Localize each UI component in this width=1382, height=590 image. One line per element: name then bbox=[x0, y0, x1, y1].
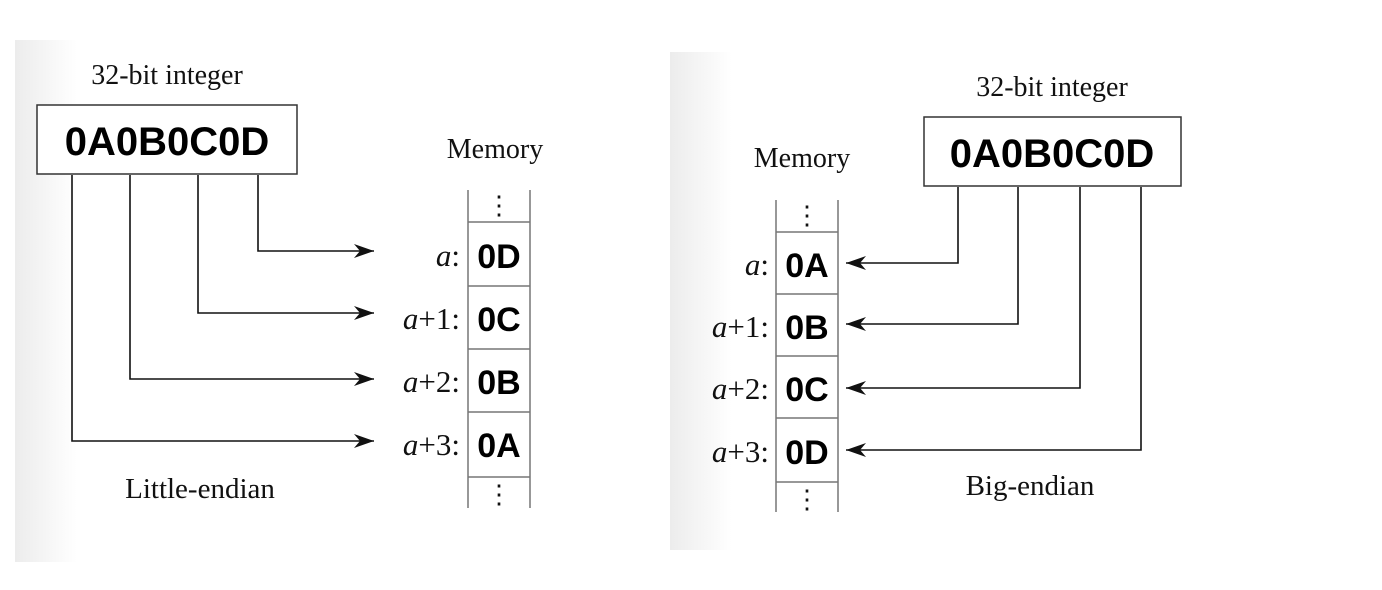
memory-ellipsis-top: ⋮ bbox=[486, 191, 512, 220]
memory-column bbox=[467, 190, 531, 508]
cell-address: a+1: bbox=[712, 309, 769, 344]
memory-ellipsis-top: ⋮ bbox=[794, 201, 820, 230]
cell-address: a: bbox=[745, 247, 769, 282]
memory-cell: 0C a+2: bbox=[712, 371, 829, 409]
panel-shade bbox=[670, 52, 732, 550]
memory-cell: 0B a+2: bbox=[403, 364, 521, 402]
cell-address: a+3: bbox=[712, 434, 769, 469]
cell-value: 0A bbox=[785, 247, 828, 285]
integer-box bbox=[923, 116, 1182, 187]
big-endian-panel: 32-bit integer 0A0B0C0D Memory ⋮ ⋮ 0A a:… bbox=[670, 52, 1182, 550]
byte-arrow bbox=[257, 175, 374, 258]
integer-value: 0A0B0C0D bbox=[65, 120, 270, 164]
cell-value: 0B bbox=[785, 309, 828, 347]
little-endian-panel: 32-bit integer 0A0B0C0D Memory ⋮ ⋮ 0D a:… bbox=[15, 40, 543, 562]
endian-caption: Big-endian bbox=[966, 470, 1095, 502]
cell-address: a+2: bbox=[403, 364, 460, 399]
cell-address: a: bbox=[436, 238, 460, 273]
memory-column bbox=[775, 200, 839, 512]
memory-cell: 0B a+1: bbox=[712, 309, 829, 347]
cell-value: 0D bbox=[477, 238, 520, 276]
cell-address: a+3: bbox=[403, 427, 460, 462]
memory-cell: 0A a: bbox=[745, 247, 829, 285]
memory-ellipsis-bottom: ⋮ bbox=[794, 485, 820, 514]
integer-box bbox=[36, 104, 298, 175]
memory-cell: 0D a+3: bbox=[712, 434, 829, 472]
byte-arrow bbox=[846, 187, 959, 270]
byte-arrow bbox=[71, 175, 374, 448]
cell-value: 0A bbox=[477, 427, 520, 465]
byte-arrow bbox=[846, 187, 1019, 331]
memory-label: Memory bbox=[754, 143, 850, 174]
cell-value: 0C bbox=[785, 371, 828, 409]
cell-address: a+1: bbox=[403, 301, 460, 336]
cell-value: 0B bbox=[477, 364, 520, 402]
memory-cell: 0C a+1: bbox=[403, 301, 521, 339]
byte-arrow bbox=[129, 175, 374, 386]
integer-label: 32-bit integer bbox=[91, 60, 243, 91]
byte-arrow bbox=[846, 187, 1081, 395]
cell-value: 0D bbox=[785, 434, 828, 472]
byte-arrow bbox=[846, 187, 1142, 457]
integer-value: 0A0B0C0D bbox=[950, 132, 1155, 176]
integer-label: 32-bit integer bbox=[976, 72, 1128, 103]
memory-label: Memory bbox=[447, 134, 543, 165]
memory-cell: 0A a+3: bbox=[403, 427, 521, 465]
byte-arrow bbox=[197, 175, 374, 320]
memory-cell: 0D a: bbox=[436, 238, 521, 276]
endian-caption: Little-endian bbox=[125, 473, 275, 505]
cell-address: a+2: bbox=[712, 371, 769, 406]
cell-value: 0C bbox=[477, 301, 520, 339]
memory-ellipsis-bottom: ⋮ bbox=[486, 480, 512, 509]
